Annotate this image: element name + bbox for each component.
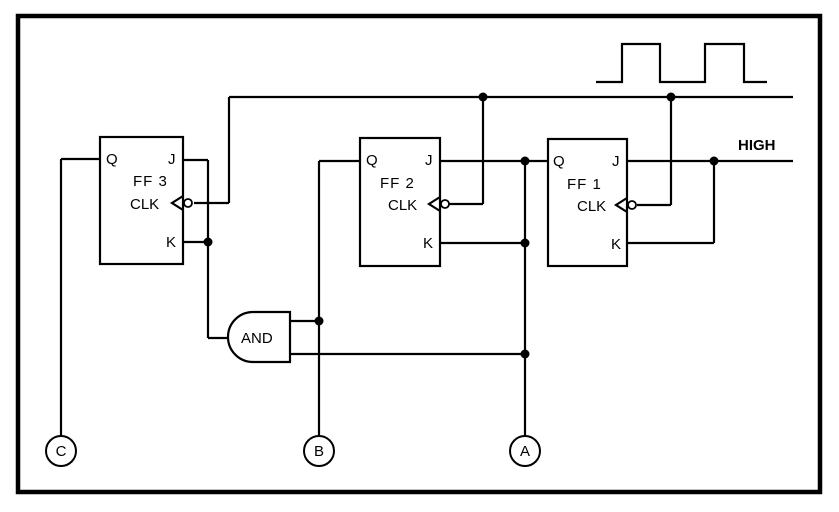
output-c: C — [45, 435, 77, 467]
q3-line — [59, 157, 100, 436]
ff3-j-pin: J — [168, 151, 176, 168]
output-a-label: A — [520, 443, 530, 460]
q2-line — [290, 159, 360, 436]
ff2-q-pin: Q — [366, 152, 378, 169]
ff3-q-pin: Q — [106, 151, 118, 168]
clock-line — [194, 95, 793, 207]
diagram-frame — [15, 13, 823, 495]
ff3-k-pin: K — [166, 234, 176, 251]
ff3-block: Q J FF 3 CLK K — [98, 135, 193, 266]
output-b: B — [303, 435, 335, 467]
ff1-title: FF 1 — [567, 176, 602, 193]
ff2-title: FF 2 — [380, 175, 415, 192]
ff2-clk-bubble — [440, 199, 450, 209]
ff3-title: FF 3 — [133, 173, 168, 190]
ff3-clk-pin: CLK — [130, 196, 159, 213]
output-c-label: C — [56, 443, 67, 460]
ff3-clk-bubble — [183, 198, 193, 208]
and-gate: AND — [226, 310, 292, 364]
output-b-label: B — [314, 443, 324, 460]
ff2-block: Q J FF 2 CLK K — [358, 136, 450, 268]
output-a: A — [509, 435, 541, 467]
ff2-clk-pin: CLK — [388, 197, 417, 214]
ff3-jk-line — [183, 158, 228, 340]
ff1-clk-bubble — [627, 200, 637, 210]
ff2-j-pin: J — [425, 152, 433, 169]
ff2-k-pin: K — [423, 235, 433, 252]
and-gate-label: AND — [241, 330, 273, 347]
ff1-j-pin: J — [612, 153, 620, 170]
ff1-clk-pin: CLK — [577, 198, 606, 215]
high-label: HIGH — [738, 137, 776, 154]
junction-dots — [203, 92, 719, 359]
ff1-block: Q J FF 1 CLK K — [546, 137, 637, 268]
ff1-k-pin: K — [611, 236, 621, 253]
ff1-q-pin: Q — [553, 153, 565, 170]
clock-waveform — [596, 42, 767, 84]
q1-line — [290, 159, 548, 436]
high-line — [627, 159, 793, 245]
